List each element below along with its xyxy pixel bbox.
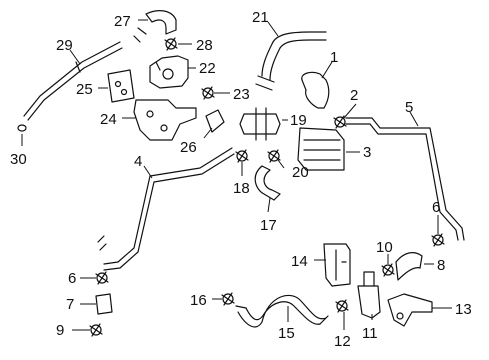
callout-18: 18	[233, 180, 250, 197]
callout-4: 4	[134, 153, 142, 170]
callout-15: 15	[278, 325, 295, 342]
callout-24: 24	[100, 111, 117, 128]
part-23-clamp	[201, 86, 215, 100]
part-10-clamp	[381, 263, 395, 277]
part-24-bracket	[133, 99, 197, 141]
callout-9: 9	[56, 322, 64, 339]
part-15-hose	[235, 294, 329, 328]
part-7-plug	[95, 293, 113, 315]
callout-3: 3	[363, 144, 371, 161]
callout-27: 27	[114, 13, 131, 30]
callout-16: 16	[190, 292, 207, 309]
callout-1: 1	[330, 49, 338, 66]
callout-6-right: 6	[432, 199, 440, 216]
callout-30: 30	[10, 151, 27, 168]
part-29-pipe	[23, 41, 123, 121]
part-3-cooler	[297, 127, 345, 171]
part-9-clamp	[89, 323, 103, 337]
leader-29	[69, 49, 81, 65]
callout-29: 29	[56, 37, 73, 54]
part-11-valve	[357, 271, 381, 319]
part-25-plate	[107, 69, 135, 103]
callout-2: 2	[350, 87, 358, 104]
leader-4	[143, 165, 153, 179]
leader-26	[203, 127, 213, 139]
part-18-clamp	[235, 149, 249, 163]
part-17-hose	[254, 165, 281, 201]
callout-11: 11	[362, 325, 378, 342]
part-8-hose	[395, 252, 423, 281]
leader-5	[409, 111, 419, 127]
part-28-clamp	[164, 37, 178, 51]
callout-23: 23	[233, 86, 250, 103]
part-16-clamp	[221, 292, 235, 306]
part-6-clamp-right	[431, 233, 445, 247]
leader-1	[321, 61, 333, 79]
callout-26: 26	[180, 139, 197, 156]
callout-12: 12	[334, 333, 351, 350]
part-21-hose	[255, 31, 327, 91]
callout-17: 17	[260, 217, 277, 234]
callout-5: 5	[405, 99, 413, 116]
part-1-hose	[301, 71, 330, 109]
part-14-bracket	[323, 243, 351, 287]
callout-14: 14	[291, 253, 308, 270]
leader-21	[267, 21, 279, 37]
part-12-clamp	[335, 299, 349, 313]
callout-20: 20	[292, 164, 309, 181]
leader-17	[267, 197, 271, 213]
callout-8: 8	[437, 257, 445, 274]
part-30-oring	[17, 124, 27, 132]
part-26-bracket	[205, 109, 225, 133]
callout-19: 19	[290, 112, 307, 129]
part-5-pipe	[345, 117, 465, 241]
part-20-clamp	[267, 149, 281, 163]
part-19-connector	[239, 107, 281, 141]
part-4-pipe	[97, 147, 235, 271]
callout-13: 13	[455, 301, 472, 318]
part-6-clamp-left	[95, 271, 109, 285]
callout-21: 21	[252, 9, 269, 26]
part-2-clamp	[333, 115, 347, 129]
callout-22: 22	[199, 60, 216, 77]
leader-2	[343, 103, 357, 119]
callout-25: 25	[76, 81, 93, 98]
part-27-hose	[133, 10, 177, 43]
callout-10: 10	[376, 239, 393, 256]
part-22-reservoir	[149, 55, 189, 89]
callout-6-left: 6	[68, 270, 76, 287]
callout-28: 28	[196, 37, 213, 54]
callout-7: 7	[66, 296, 74, 313]
leader-20	[277, 159, 285, 169]
part-13-bracket	[387, 293, 433, 327]
